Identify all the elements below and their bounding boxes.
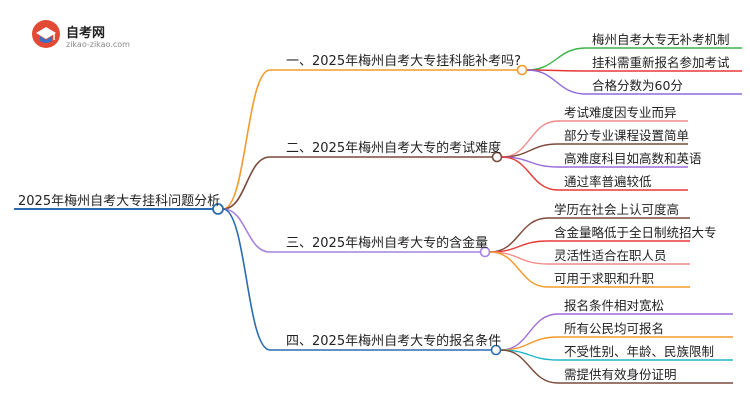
branch-1-leaf-1: 梅州自考大专无补考机制	[592, 32, 730, 47]
branch-3-leaf-3: 灵活性适合在职人员	[554, 248, 667, 263]
branch-4-leaf-4: 需提供有效身份证明	[564, 367, 677, 382]
branch-1-node	[516, 64, 528, 76]
branch-3-label: 三、2025年梅州自考大专的含金量	[286, 236, 489, 251]
branch-3-leaf-1: 学历在社会上认可度高	[554, 202, 680, 217]
branch-2-leaf-4-connector	[501, 156, 559, 191]
branch-1-label: 一、2025年梅州自考大专挂科能补考吗?	[286, 54, 521, 69]
branch-4-leaf-2: 所有公民均可报名	[564, 321, 665, 336]
branch-2-leaf-2: 部分专业课程设置简单	[564, 128, 690, 143]
branch-4-leaf-4-connector	[500, 349, 559, 384]
graduation-cap-icon	[32, 20, 60, 48]
branch-3-leaf-4: 可用于求职和升职	[554, 271, 655, 286]
branch-2-label: 二、2025年梅州自考大专的考试难度	[286, 141, 502, 156]
branch-2-leaf-4: 通过率普遍较低	[564, 174, 652, 189]
branch-4-label: 四、2025年梅州自考大专的报名条件	[286, 334, 502, 349]
branch-4-connector	[222, 208, 271, 351]
branch-4-leaf-1: 报名条件相对宽松	[564, 298, 665, 313]
branch-4-node	[490, 344, 502, 356]
branch-4-leaf-3: 不受性别、年龄、民族限制	[564, 344, 715, 359]
branch-1-connector	[222, 69, 271, 210]
branch-2-connector	[222, 156, 271, 210]
branch-4-leaf-1-connector	[500, 313, 559, 351]
root-node	[212, 203, 224, 215]
branch-1-leaf-2: 挂科需重新报名参加考试	[592, 55, 730, 70]
logo-title: 自考网	[66, 26, 106, 41]
branch-1-leaf-3-connector	[526, 69, 587, 95]
branch-1-leaf-1-connector	[526, 47, 587, 71]
logo-subtitle: zikao-zikao.com	[66, 40, 130, 49]
branch-2-leaf-3: 高难度科目如高数和英语	[564, 151, 702, 166]
branch-1-leaf-3: 合格分数为60分	[592, 78, 683, 93]
branch-2-leaf-1-connector	[501, 120, 559, 158]
root-topic: 2025年梅州自考大专挂科问题分析	[18, 194, 221, 209]
branch-3-connector	[222, 208, 271, 253]
branch-3-leaf-4-connector	[489, 251, 549, 288]
branch-3-leaf-2: 含金量略低于全日制统招大专	[554, 225, 717, 240]
branch-2-node	[491, 151, 503, 163]
branch-2-leaf-1: 考试难度因专业而异	[564, 105, 677, 120]
branch-3-node	[479, 246, 491, 258]
